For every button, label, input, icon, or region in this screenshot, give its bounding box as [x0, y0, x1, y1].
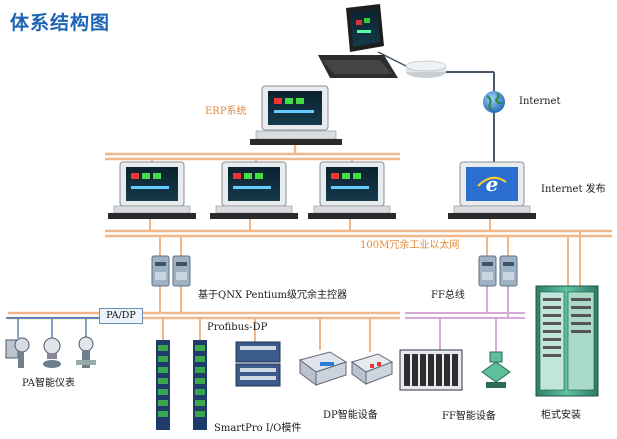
cabinet — [535, 285, 599, 397]
globe-icon — [483, 91, 505, 113]
pa-meter-label: PA智能仪表 — [22, 378, 76, 389]
io-module-label: SmartPro I/O模件 — [214, 423, 302, 434]
pa-meter-1 — [5, 337, 30, 368]
pa-bus-line — [6, 317, 100, 338]
controller-right — [478, 255, 518, 287]
ff-device-valve — [481, 351, 511, 388]
pa-dp-box: PA/DP — [99, 308, 143, 324]
ff-device-rack — [399, 349, 463, 391]
router-icon — [405, 60, 447, 78]
io-module-rack-2 — [193, 340, 207, 430]
profibus-terminal-block — [235, 341, 281, 387]
ff-bus-label: FF总线 — [431, 290, 465, 301]
workstation-3 — [308, 161, 396, 219]
pa-meter-3 — [76, 336, 96, 368]
io-module-rack-1 — [156, 340, 170, 430]
page-title: 体系结构图 — [10, 12, 111, 34]
dp-device-label: DP智能设备 — [323, 410, 378, 421]
ethernet-line — [105, 214, 612, 288]
workstation-1 — [108, 161, 196, 219]
controller-left — [151, 255, 191, 287]
dp-device-1 — [298, 351, 348, 386]
laptop-icon — [318, 4, 398, 78]
dp-device-2 — [350, 353, 394, 385]
internet-workstation: e — [448, 161, 536, 219]
erp-computer — [250, 85, 342, 145]
internet-label: Internet — [519, 96, 561, 107]
svg-text:e: e — [486, 172, 499, 196]
erp-label: ERP系统 — [205, 106, 247, 117]
ethernet-label: 100M冗余工业以太网 — [360, 240, 460, 251]
cabinet-label: 柜式安装 — [541, 410, 581, 421]
workstation-2 — [210, 161, 298, 219]
ff-bus-line — [405, 286, 525, 352]
profibus-label: Profibus-DP — [207, 322, 268, 333]
ff-device-label: FF智能设备 — [442, 411, 496, 422]
internet-publish-label: Internet 发布 — [541, 184, 606, 195]
controller-label: 基于QNX Pentium级冗余主控器 — [198, 290, 348, 301]
pa-meter-2 — [43, 337, 61, 368]
